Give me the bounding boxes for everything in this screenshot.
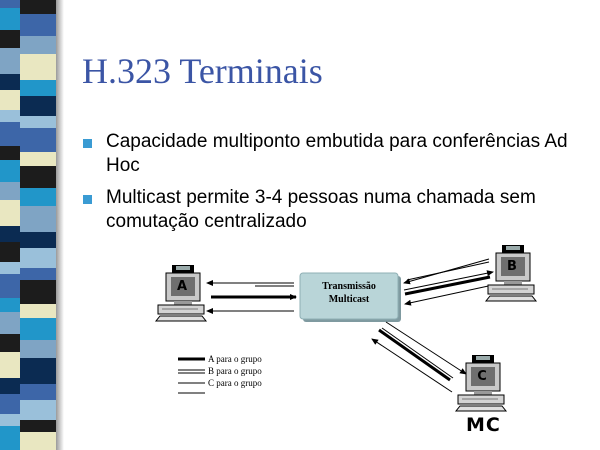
stripe-block [0,274,22,298]
square-bullet-icon [83,195,92,204]
bullet-item: Capacidade multiponto embutida para conf… [82,130,582,178]
mc-label: MC [466,414,501,436]
stripe-block [20,232,56,248]
stripe-column-left [0,0,22,450]
arrow-icon [403,270,494,291]
stripe-block [0,200,22,226]
arrow-icon [404,275,491,296]
bullet-item: Multicast permite 3-4 pessoas numa chama… [82,186,582,234]
terminal-b-label: B [507,259,517,274]
stripe-block [0,30,22,48]
multicast-box-line1: Transmissão [322,281,376,292]
stripe-block [20,268,56,280]
multicast-box-label: Transmissão Multicast [300,280,398,306]
stripe-block [20,96,56,116]
stripe-block [0,352,22,378]
stripe-block [20,420,56,432]
stripe-block [0,378,22,394]
stripe-block [0,48,22,74]
stripe-block [0,262,22,274]
arrow-icon [371,338,453,393]
stripe-block [20,152,56,166]
stripe-block [20,248,56,268]
terminal-c-label: C [477,369,487,384]
slide-title: H.323 Terminais [82,51,323,91]
terminal-a-label: A [176,279,188,294]
arrow-icon [378,328,451,382]
stripe-block [20,340,56,358]
stripe-block [20,36,56,54]
arrows-b [403,258,494,306]
arrow-icon [404,284,494,306]
stripe-block [0,298,22,312]
arrow-icon [406,261,490,281]
arrows-a [206,280,297,314]
computer-terminal-icon [154,265,208,322]
computer-terminal-icon [454,355,508,412]
stripe-block [20,128,56,152]
stripe-block [20,80,56,96]
stripe-column-main [20,0,56,450]
stripe-block [20,384,56,400]
bullet-text: Multicast permite 3-4 pessoas numa chama… [106,187,536,232]
decorative-stripe [0,0,64,450]
stripe-block [20,54,56,80]
stripe-block [0,394,22,414]
stripe-block [0,160,22,182]
stripe-block [0,146,22,160]
square-bullet-icon [83,139,92,148]
stripe-shadow [56,0,64,450]
stripe-block [0,226,22,242]
legend-lines [178,357,205,394]
stripe-block [20,0,56,14]
stripe-block [0,74,22,90]
stripe-block [0,122,22,146]
stripe-block [0,426,22,450]
stripe-block [20,188,56,206]
stripe-block [0,414,22,426]
legend-label: C para o grupo [208,378,262,388]
stripe-block [0,8,22,30]
stripe-block [0,242,22,262]
multicast-box [299,272,401,322]
stripe-block [0,334,22,352]
stripe-block [0,312,22,334]
stripe-block [20,400,56,420]
bullet-list: Capacidade multiponto embutida para conf… [82,130,582,242]
multicast-box-line2: Multicast [328,294,370,305]
stripe-block [20,166,56,188]
stripe-block [20,206,56,232]
stripe-block [0,90,22,110]
stripe-block [20,116,56,128]
legend-label: B para o grupo [208,366,262,376]
stripe-block [0,0,22,8]
arrow-icon [381,327,454,379]
bullet-text: Capacidade multiponto embutida para conf… [106,131,568,176]
stripe-block [0,110,22,122]
stripe-block [0,182,22,200]
stripe-block [20,304,56,318]
stripe-block [20,280,56,304]
stripe-block [20,318,56,340]
computer-terminal-icon [484,245,538,302]
stripe-block [20,14,56,36]
stripe-block [20,432,56,450]
arrow-icon [385,321,467,375]
arrows-c [371,321,467,393]
legend-label: A para o grupo [208,354,262,364]
stripe-block [20,358,56,384]
